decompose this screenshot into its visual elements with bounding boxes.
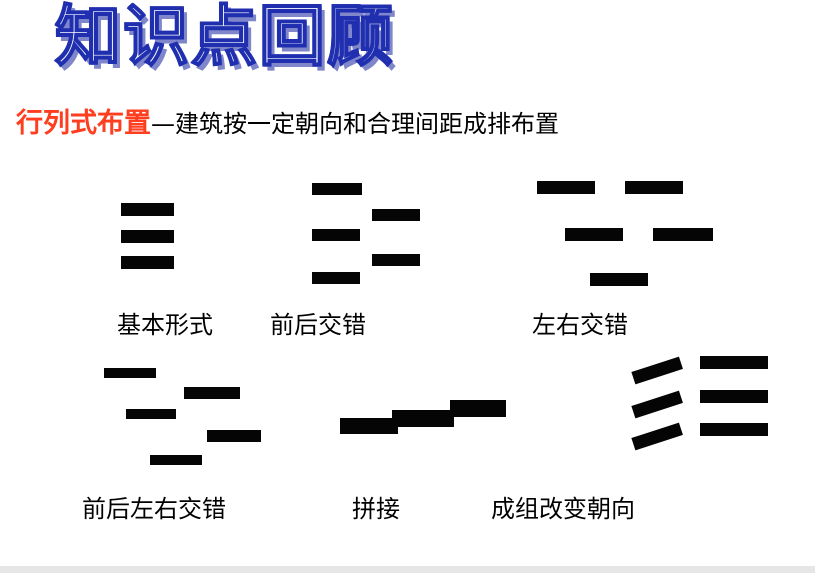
building-block: [537, 181, 595, 194]
caption-basic: 基本形式: [117, 311, 213, 339]
caption-group-orientation: 成组改变朝向: [491, 495, 635, 523]
building-block: [104, 368, 156, 378]
subtitle: 行列式布置—建筑按一定朝向和合理间距成排布置: [16, 110, 559, 137]
building-block: [340, 418, 398, 434]
building-block: [590, 273, 648, 286]
building-block: [372, 209, 420, 221]
caption-front-back-staggered: 前后交错: [270, 311, 366, 339]
building-block: [700, 423, 768, 436]
building-block: [653, 228, 713, 241]
building-block: [121, 230, 174, 243]
building-block: [700, 356, 768, 369]
diagram-group-orientation: [631, 356, 768, 451]
building-block: [121, 256, 174, 269]
subtitle-keyword: 行列式布置: [16, 108, 151, 139]
building-block: [312, 229, 360, 241]
building-block: [631, 422, 683, 451]
diagram-basic: [121, 203, 174, 269]
building-block: [150, 455, 202, 465]
building-block: [450, 400, 506, 417]
building-block: [121, 203, 174, 216]
building-block: [312, 272, 360, 284]
building-block: [700, 390, 768, 403]
building-block: [625, 181, 683, 194]
caption-front-back-left-right-staggered: 前后左右交错: [82, 495, 226, 523]
building-block: [631, 356, 683, 385]
diagram-left-right-staggered: [537, 181, 713, 286]
caption-left-right-staggered: 左右交错: [532, 311, 628, 339]
caption-spliced: 拼接: [352, 495, 400, 523]
building-block: [126, 409, 176, 419]
diagram-spliced: [340, 400, 506, 434]
building-block: [392, 410, 454, 427]
building-block: [631, 390, 683, 419]
building-block: [207, 430, 261, 442]
building-block: [184, 387, 240, 399]
diagram-front-back-left-right-staggered: [104, 368, 261, 465]
subtitle-description: —建筑按一定朝向和合理间距成排布置: [151, 110, 559, 138]
diagram-front-back-staggered: [312, 183, 420, 284]
building-block: [565, 228, 623, 241]
building-block: [312, 183, 362, 195]
building-block: [372, 254, 420, 266]
bottom-divider: [0, 566, 815, 573]
slide-title: 知识点回顾: [54, 0, 395, 75]
